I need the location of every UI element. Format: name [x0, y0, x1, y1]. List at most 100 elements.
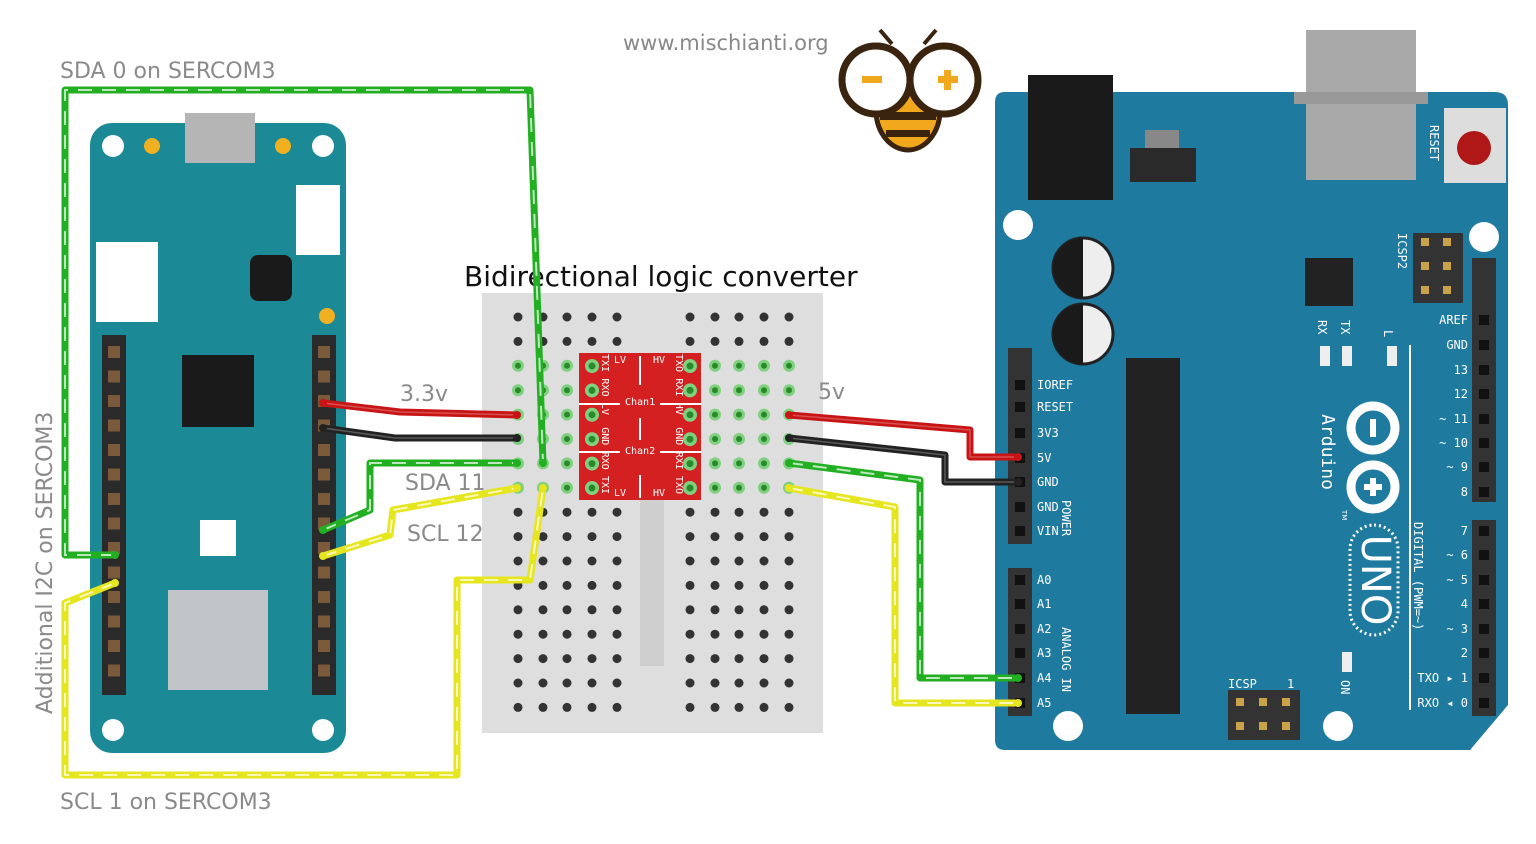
wire-sda-a4-green[interactable] [785, 459, 1022, 682]
breadboard-hole[interactable] [685, 312, 695, 322]
wire-sda0-green[interactable] [61, 86, 547, 559]
breadboard-hole[interactable] [734, 654, 744, 664]
breadboard-hole[interactable] [734, 678, 744, 688]
breadboard-hole[interactable] [734, 605, 744, 615]
breadboard-hole[interactable] [685, 580, 695, 590]
breadboard-hole[interactable] [759, 580, 769, 590]
breadboard-hole[interactable] [562, 532, 572, 542]
breadboard-hole[interactable] [562, 312, 572, 322]
breadboard-hole[interactable] [513, 605, 523, 615]
breadboard-hole[interactable] [759, 654, 769, 664]
breadboard-hole[interactable] [784, 580, 794, 590]
wire-scl12-yellow[interactable] [319, 484, 521, 560]
breadboard-hole[interactable] [685, 507, 695, 517]
breadboard-hole[interactable] [685, 654, 695, 664]
breadboard-hole[interactable] [562, 654, 572, 664]
breadboard-hole[interactable] [562, 605, 572, 615]
breadboard-hole[interactable] [784, 654, 794, 664]
breadboard-hole[interactable] [710, 605, 720, 615]
breadboard-hole[interactable] [538, 580, 548, 590]
breadboard-hole[interactable] [710, 629, 720, 639]
breadboard-hole[interactable] [734, 312, 744, 322]
breadboard-hole[interactable] [562, 678, 572, 688]
breadboard-hole[interactable] [734, 629, 744, 639]
breadboard-hole[interactable] [734, 336, 744, 346]
breadboard-hole[interactable] [562, 336, 572, 346]
breadboard-hole[interactable] [538, 654, 548, 664]
breadboard-hole[interactable] [587, 580, 597, 590]
breadboard-hole[interactable] [612, 654, 622, 664]
breadboard-hole[interactable] [734, 556, 744, 566]
breadboard-hole[interactable] [685, 678, 695, 688]
breadboard-hole[interactable] [685, 336, 695, 346]
breadboard-hole[interactable] [759, 507, 769, 517]
breadboard-hole[interactable] [587, 678, 597, 688]
breadboard-hole[interactable] [513, 312, 523, 322]
breadboard-hole[interactable] [612, 556, 622, 566]
breadboard-hole[interactable] [587, 629, 597, 639]
breadboard-hole[interactable] [538, 629, 548, 639]
breadboard-hole[interactable] [759, 702, 769, 712]
breadboard-hole[interactable] [710, 580, 720, 590]
breadboard-hole[interactable] [538, 556, 548, 566]
breadboard-hole[interactable] [513, 678, 523, 688]
breadboard-hole[interactable] [513, 336, 523, 346]
breadboard-hole[interactable] [538, 532, 548, 542]
wire-5v-red[interactable] [785, 411, 1022, 461]
breadboard-hole[interactable] [587, 654, 597, 664]
breadboard-hole[interactable] [562, 556, 572, 566]
breadboard-hole[interactable] [587, 312, 597, 322]
breadboard-hole[interactable] [759, 629, 769, 639]
breadboard-hole[interactable] [513, 532, 523, 542]
breadboard-hole[interactable] [710, 532, 720, 542]
breadboard-hole[interactable] [612, 336, 622, 346]
breadboard-hole[interactable] [784, 702, 794, 712]
breadboard-hole[interactable] [685, 556, 695, 566]
breadboard-hole[interactable] [513, 556, 523, 566]
breadboard-hole[interactable] [734, 702, 744, 712]
breadboard-hole[interactable] [587, 532, 597, 542]
wire-sda11-green[interactable] [319, 459, 521, 534]
breadboard-hole[interactable] [710, 678, 720, 688]
breadboard-hole[interactable] [710, 556, 720, 566]
wire-gnd-right-black[interactable] [785, 434, 1022, 486]
breadboard-hole[interactable] [612, 312, 622, 322]
breadboard-hole[interactable] [759, 556, 769, 566]
breadboard-hole[interactable] [784, 312, 794, 322]
breadboard-hole[interactable] [784, 629, 794, 639]
breadboard-hole[interactable] [685, 605, 695, 615]
breadboard-hole[interactable] [587, 702, 597, 712]
breadboard-hole[interactable] [562, 507, 572, 517]
breadboard-hole[interactable] [710, 336, 720, 346]
breadboard-hole[interactable] [710, 507, 720, 517]
wire-3v3-red[interactable] [319, 399, 521, 419]
breadboard-hole[interactable] [612, 629, 622, 639]
breadboard-hole[interactable] [784, 605, 794, 615]
breadboard-hole[interactable] [784, 678, 794, 688]
breadboard-hole[interactable] [685, 532, 695, 542]
breadboard-hole[interactable] [734, 532, 744, 542]
breadboard-hole[interactable] [759, 678, 769, 688]
breadboard-hole[interactable] [513, 507, 523, 517]
breadboard-hole[interactable] [513, 654, 523, 664]
breadboard-hole[interactable] [513, 702, 523, 712]
breadboard-hole[interactable] [562, 629, 572, 639]
breadboard-hole[interactable] [784, 507, 794, 517]
wire-scl1-yellow[interactable] [61, 484, 547, 779]
breadboard-hole[interactable] [784, 532, 794, 542]
breadboard-hole[interactable] [734, 507, 744, 517]
breadboard-hole[interactable] [612, 678, 622, 688]
breadboard-hole[interactable] [587, 507, 597, 517]
breadboard-hole[interactable] [710, 702, 720, 712]
breadboard-hole[interactable] [759, 605, 769, 615]
breadboard-hole[interactable] [710, 312, 720, 322]
wire-scl-a5-yellow[interactable] [785, 484, 1022, 707]
breadboard-hole[interactable] [685, 702, 695, 712]
breadboard-hole[interactable] [759, 336, 769, 346]
breadboard-hole[interactable] [562, 702, 572, 712]
breadboard-hole[interactable] [538, 702, 548, 712]
breadboard-hole[interactable] [513, 629, 523, 639]
breadboard-hole[interactable] [587, 605, 597, 615]
breadboard-hole[interactable] [587, 336, 597, 346]
breadboard-hole[interactable] [612, 702, 622, 712]
